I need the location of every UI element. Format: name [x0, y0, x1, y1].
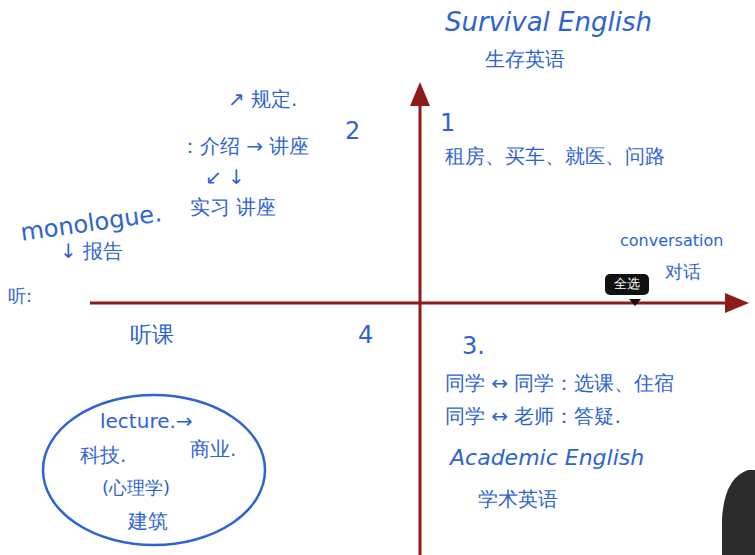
axis-term: conversation — [620, 232, 723, 250]
axis-term-cn: 对话 — [665, 262, 701, 283]
axis-arrowhead — [410, 82, 430, 106]
quadrant-number: 1 — [440, 110, 455, 138]
note: 同学 ↔ 同学：选课、住宿 — [445, 372, 674, 395]
group-item: 商业. — [190, 438, 236, 461]
axis-arrowhead — [725, 293, 749, 313]
quadrant-number: 3. — [462, 333, 485, 361]
quadrant-number: 2 — [345, 118, 360, 146]
vertical-axis — [419, 100, 422, 555]
ellipse-outline — [43, 395, 265, 545]
group-item: (心理学) — [102, 478, 170, 499]
arrow-note: ↙ ↓ — [205, 166, 245, 189]
note: ↗ 规定. — [228, 88, 297, 111]
group-item: 建筑 — [128, 510, 168, 533]
tooltip: 全选 — [605, 274, 649, 295]
note: 听课 — [130, 322, 174, 347]
heading-cn: 生存英语 — [485, 48, 565, 71]
presenter-silhouette — [722, 470, 755, 555]
note: 同学 ↔ 老师：答疑. — [445, 405, 621, 428]
group-item: 科技. — [80, 444, 126, 467]
heading: Academic English — [450, 445, 644, 470]
note: ：介绍 → 讲座 — [180, 135, 309, 158]
quadrant-number: 4 — [358, 322, 373, 350]
tooltip-pointer — [629, 299, 641, 306]
heading-cn: 学术英语 — [478, 488, 558, 511]
axis-term-cn: 听: — [8, 286, 32, 307]
heading: Survival English — [445, 8, 652, 38]
note: ↓ 报告 — [60, 240, 123, 263]
note: 实习 讲座 — [190, 196, 276, 219]
group-heading: lecture.→ — [100, 410, 193, 433]
circled-group: lecture.→ 科技. 商业. (心理学) 建筑 — [40, 392, 268, 548]
note: 租房、买车、就医、问路 — [445, 145, 665, 168]
